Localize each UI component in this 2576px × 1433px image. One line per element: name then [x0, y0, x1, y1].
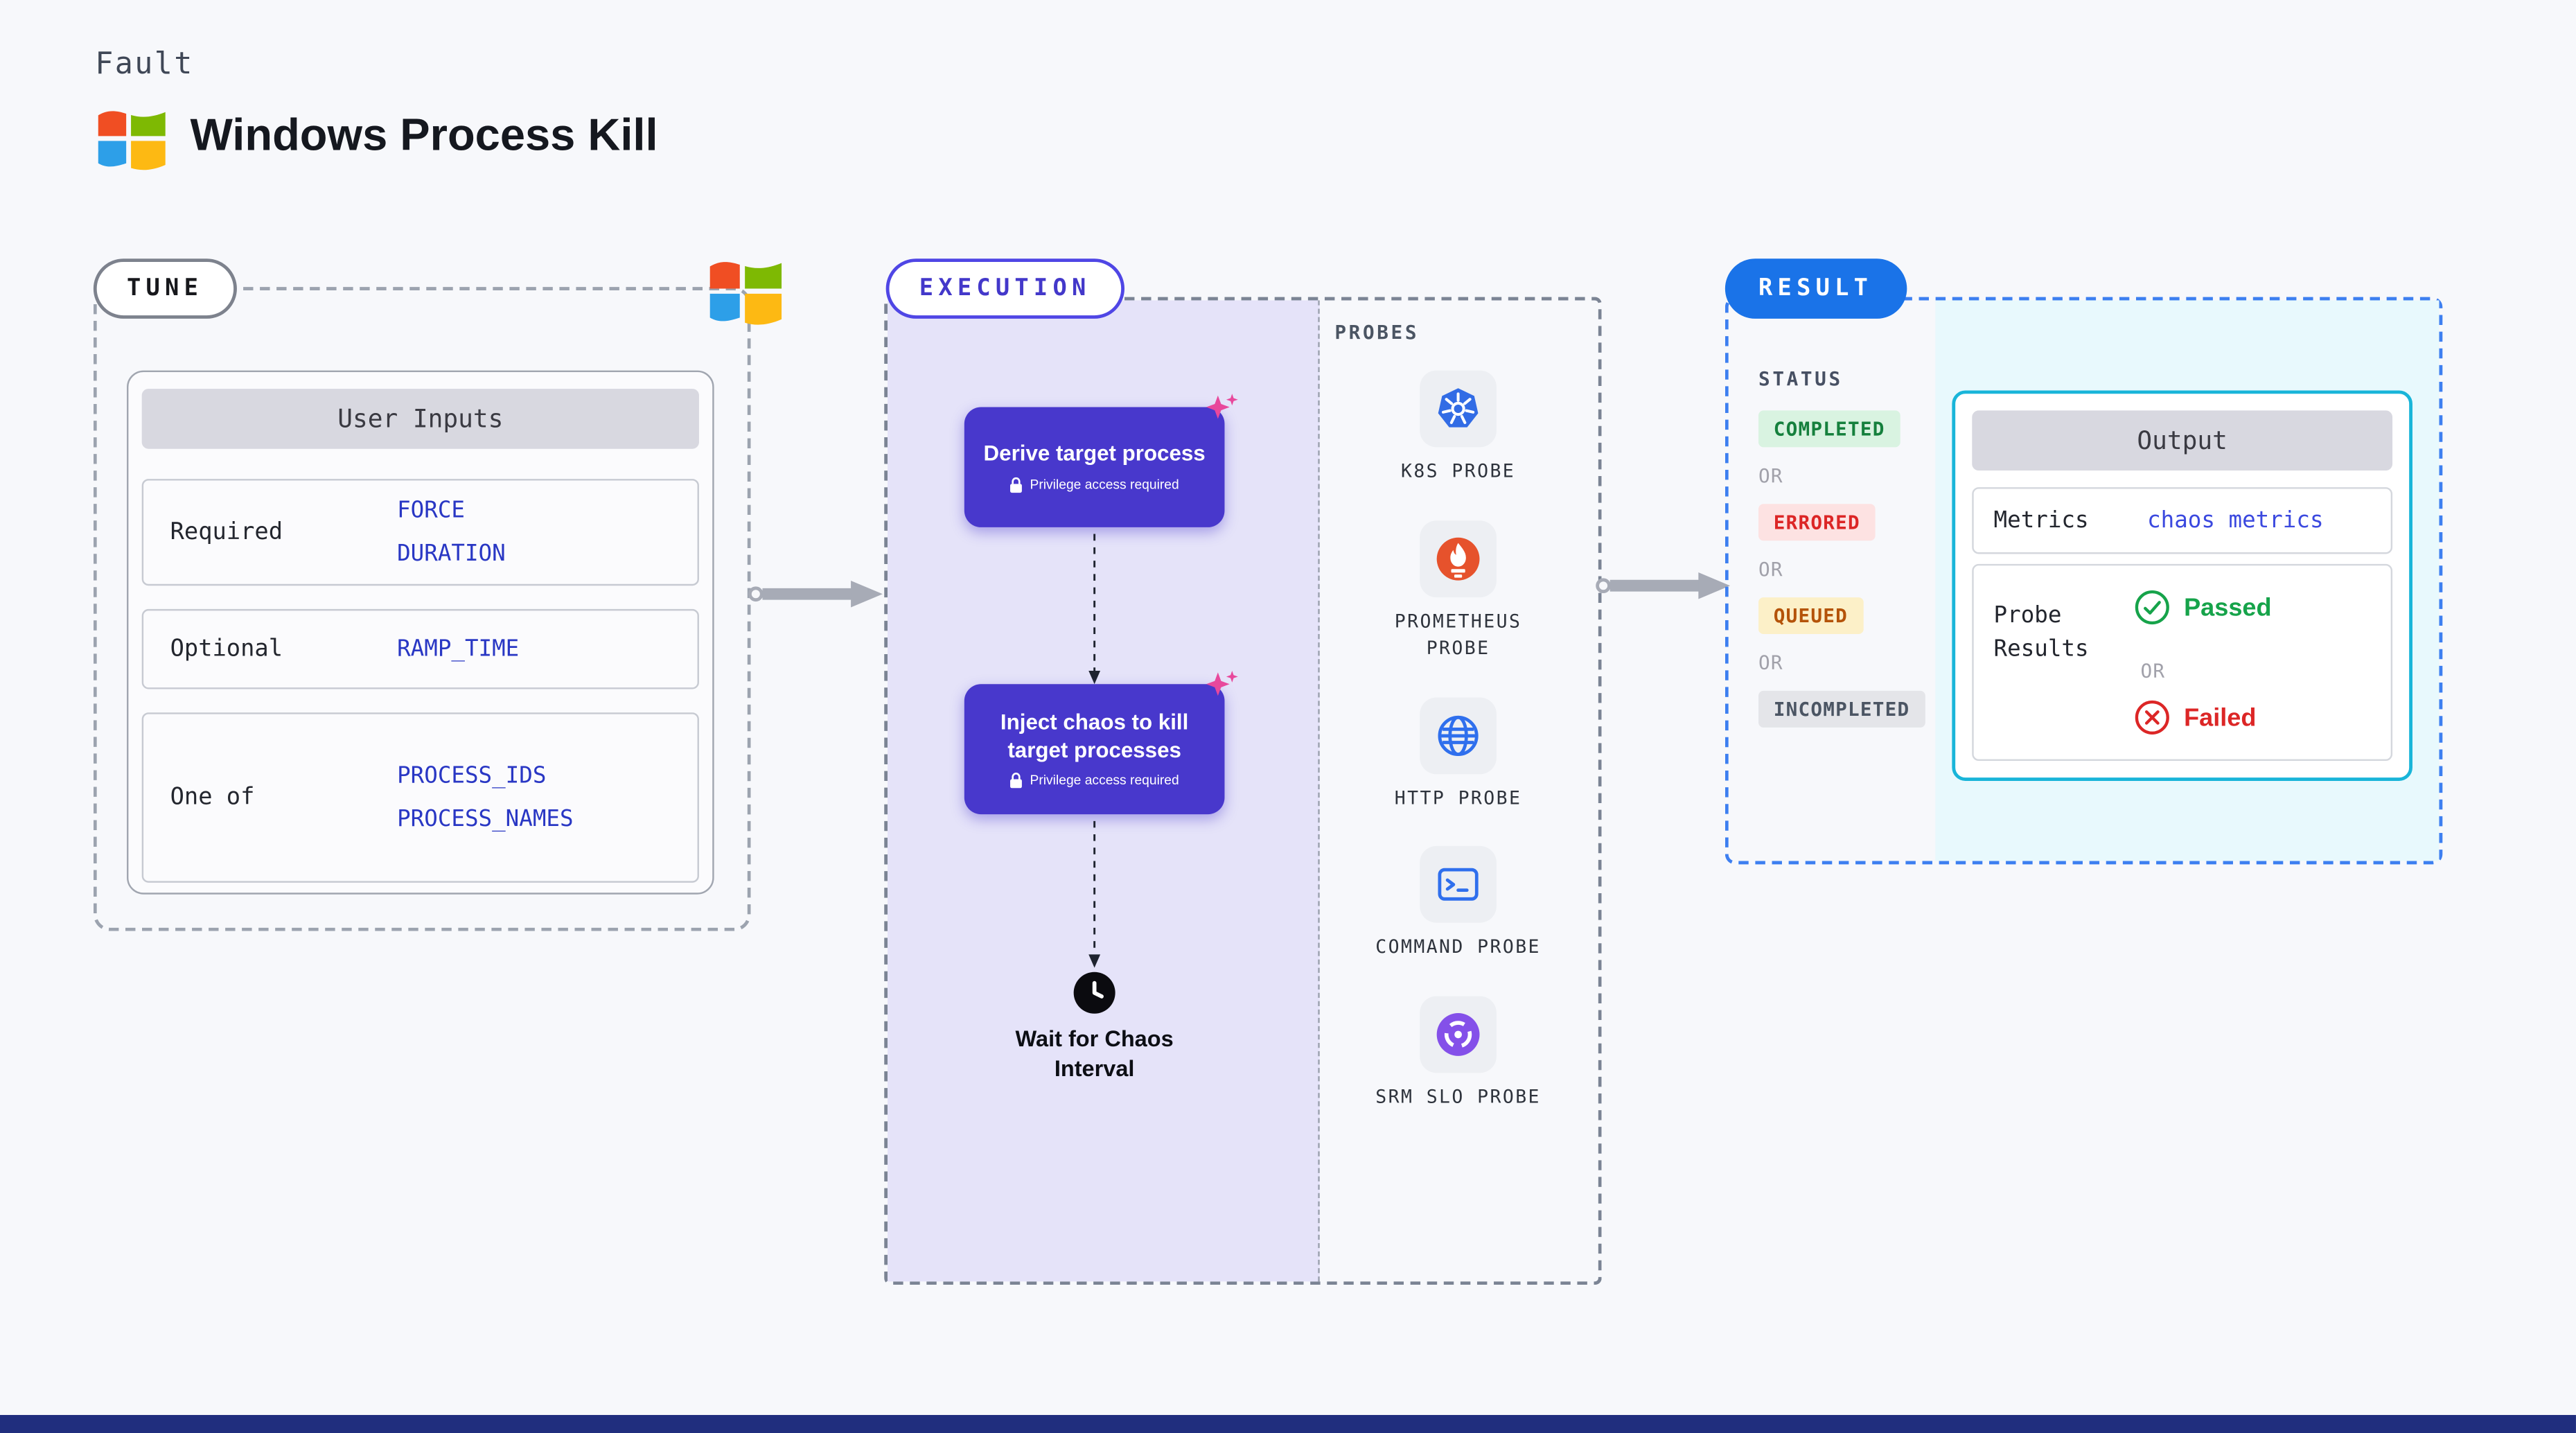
srm-slo-icon	[1436, 1012, 1480, 1055]
input-value: PROCESS_NAMES	[397, 806, 574, 833]
lock-icon	[1010, 772, 1023, 788]
probe-label: COMMAND PROBE	[1375, 935, 1541, 958]
flow-arrow-icon	[748, 580, 883, 608]
probe-http: HTTP PROBE	[1371, 696, 1544, 812]
privilege-badge-text: Privilege access required	[1030, 477, 1179, 493]
user-inputs-table: User Inputs Required FORCE DURATION Opti…	[127, 370, 714, 895]
probes-panel: PROBES K8S PROBE	[1318, 300, 1598, 1281]
kubernetes-icon	[1438, 388, 1479, 428]
windows-logo-icon	[98, 111, 166, 170]
step-title: Inject chaos to kill target processes	[1000, 710, 1189, 762]
probe-prometheus: PROMETHEUS PROBE	[1371, 520, 1544, 663]
check-circle-icon	[2135, 590, 2169, 625]
chaos-spark-icon	[1206, 394, 1238, 419]
input-value: RAMP_TIME	[397, 635, 520, 662]
x-circle-icon	[2135, 700, 2169, 735]
wait-for-chaos-label: Wait for Chaos Interval	[1015, 1026, 1174, 1081]
probes-list: K8S PROBE PROMETHEUS PROBE	[1318, 370, 1598, 1111]
execution-steps-panel: Derive target process Privilege access r…	[888, 300, 1320, 1282]
tune-section-label: TUNE	[93, 258, 237, 319]
execution-section-label: EXECUTION	[885, 258, 1124, 319]
globe-icon	[1438, 714, 1479, 755]
flow-arrow-icon	[1596, 572, 1731, 599]
windows-logo-icon-small	[709, 262, 782, 325]
prometheus-icon	[1436, 536, 1480, 580]
privilege-badge: Privilege access required	[1010, 772, 1179, 789]
connector-arrow-icon	[1088, 534, 1101, 685]
probe-srm-slo: SRM SLO PROBE	[1371, 995, 1544, 1111]
table-row-optional: Optional RAMP_TIME	[141, 608, 699, 689]
clock-icon	[1073, 972, 1115, 1014]
row-values: PROCESS_IDS PROCESS_NAMES	[397, 757, 573, 838]
probe-tile	[1420, 995, 1497, 1073]
row-label: Required	[170, 518, 283, 546]
step-inject-chaos: Inject chaos to kill target processes Pr…	[964, 671, 1238, 815]
status-badge-completed: COMPLETED	[1758, 410, 1900, 448]
or-separator: OR	[1758, 464, 1783, 488]
failed-label: Failed	[2184, 703, 2257, 732]
failed-line: Failed	[2134, 699, 2257, 736]
chaos-spark-icon	[1206, 671, 1238, 696]
result-section: STATUS COMPLETED OR ERRORED OR QUEUED OR…	[1724, 297, 2443, 865]
passed-line: Passed	[2134, 589, 2272, 626]
page-title: Windows Process Kill	[190, 109, 658, 161]
privilege-badge: Privilege access required	[1010, 476, 1179, 493]
fault-kind-label: Fault	[95, 46, 194, 82]
step-title: Derive target process	[983, 441, 1206, 466]
probe-tile	[1420, 520, 1497, 597]
probe-label: HTTP PROBE	[1394, 786, 1522, 809]
connector-arrow-icon	[1088, 820, 1101, 968]
table-row-oneof: One of PROCESS_IDS PROCESS_NAMES	[141, 712, 699, 883]
tune-section	[93, 287, 751, 931]
probes-heading: PROBES	[1334, 320, 1420, 344]
or-separator: OR	[2140, 659, 2166, 683]
result-section-label: RESULT	[1724, 258, 1907, 319]
probe-results-row: Probe Results Passed OR Failed	[1972, 563, 2393, 762]
user-inputs-header: User Inputs	[141, 389, 699, 449]
terminal-icon	[1438, 868, 1479, 901]
passed-label: Passed	[2184, 593, 2272, 622]
probe-tile	[1420, 696, 1497, 774]
status-badge-errored: ERRORED	[1758, 504, 1876, 541]
probe-label: K8S PROBE	[1400, 460, 1516, 482]
row-label: Optional	[170, 635, 283, 662]
row-label: One of	[170, 784, 255, 811]
table-row-required: Required FORCE DURATION	[141, 479, 699, 586]
step-derive-target-process: Derive target process Privilege access r…	[964, 394, 1238, 527]
row-values: FORCE DURATION	[397, 492, 506, 572]
status-heading: STATUS	[1758, 367, 1843, 391]
row-values: RAMP_TIME	[397, 631, 519, 667]
execution-section: Derive target process Privilege access r…	[884, 297, 1602, 1285]
probe-command: COMMAND PROBE	[1371, 845, 1544, 962]
lock-icon	[1010, 476, 1023, 493]
output-box: Output Metrics chaos metrics Probe Resul…	[1952, 390, 2412, 781]
privilege-badge-text: Privilege access required	[1030, 773, 1179, 789]
input-value: PROCESS_IDS	[397, 762, 547, 789]
metrics-label: Metrics	[1993, 507, 2089, 534]
metrics-value: chaos metrics	[2147, 507, 2324, 534]
status-list: COMPLETED OR ERRORED OR QUEUED OR INCOMP…	[1758, 410, 1925, 728]
metrics-row: Metrics chaos metrics	[1972, 487, 2393, 554]
output-header: Output	[1972, 410, 2393, 471]
probe-label: SRM SLO PROBE	[1375, 1085, 1541, 1107]
probe-results-label: Probe Results	[1993, 602, 2089, 663]
probe-tile	[1420, 845, 1497, 923]
or-separator: OR	[1758, 557, 1783, 581]
footer-accent-bar	[0, 1414, 2576, 1433]
input-value: FORCE	[397, 497, 465, 525]
probe-k8s: K8S PROBE	[1371, 370, 1544, 486]
status-badge-queued: QUEUED	[1758, 597, 1863, 635]
or-separator: OR	[1758, 651, 1783, 674]
status-badge-incompleted: INCOMPLETED	[1758, 690, 1925, 728]
input-value: DURATION	[397, 540, 506, 568]
probe-tile	[1420, 370, 1497, 448]
probe-label: PROMETHEUS PROBE	[1394, 610, 1522, 660]
